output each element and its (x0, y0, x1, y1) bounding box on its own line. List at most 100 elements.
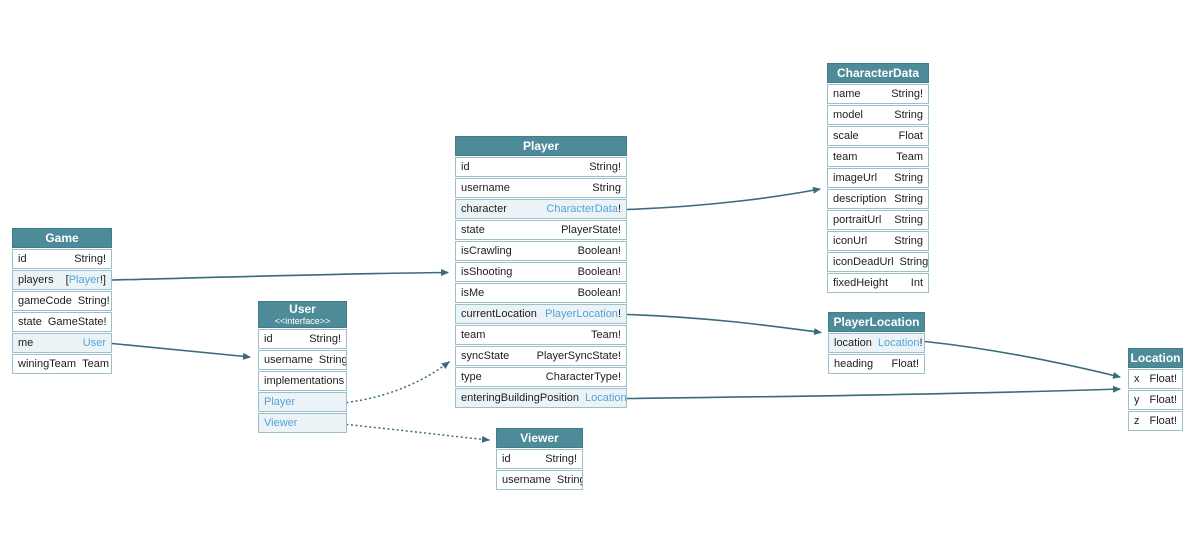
table-playerlocation-header[interactable]: PlayerLocation (828, 312, 925, 332)
field-name: name (833, 88, 861, 100)
table-title: Viewer (520, 431, 559, 445)
field-row-characterdata-scale[interactable]: scale Float (827, 126, 929, 146)
edge-player-enteringbuildingposition-to-location (626, 385, 1121, 400)
field-name: iconUrl (833, 235, 868, 247)
field-name: username (264, 354, 313, 366)
field-row-player-username[interactable]: username String (455, 178, 627, 198)
field-type: String (556, 474, 583, 486)
field-row-characterdata-imageurl[interactable]: imageUrl String (827, 168, 929, 188)
field-name: character (461, 203, 507, 215)
field-row-user-username[interactable]: username String (258, 350, 347, 370)
table-game-header[interactable]: Game (12, 228, 112, 248)
type-link[interactable]: PlayerLocation (545, 308, 618, 320)
field-row-viewer-id[interactable]: id String! (496, 449, 583, 469)
table-location-header[interactable]: Location (1128, 348, 1183, 368)
field-row-player-currentlocation[interactable]: currentLocation PlayerLocation! (455, 304, 627, 324)
field-name: state (461, 224, 485, 236)
type-link[interactable]: User (82, 337, 106, 349)
field-row-game-me[interactable]: me User (12, 333, 112, 353)
row-user-implementations: implementations (258, 371, 347, 391)
field-type: String (894, 109, 923, 121)
field-name: heading (834, 358, 874, 370)
field-row-player-team[interactable]: team Team! (455, 325, 627, 345)
field-row-characterdata-fixedheight[interactable]: fixedHeight Int (827, 273, 929, 293)
type-link[interactable]: Location (877, 337, 920, 349)
table-player-header[interactable]: Player (455, 136, 627, 156)
field-row-location-y[interactable]: y Float! (1128, 390, 1183, 410)
field-type: Boolean! (577, 266, 621, 278)
type-link[interactable]: Location (585, 392, 627, 404)
field-row-game-state[interactable]: state GameState! (12, 312, 112, 332)
field-row-characterdata-iconurl[interactable]: iconUrl String (827, 231, 929, 251)
field-name: id (264, 333, 273, 345)
table-characterdata-header[interactable]: CharacterData (827, 63, 929, 83)
field-row-location-x[interactable]: x Float! (1128, 369, 1183, 389)
field-row-player-state[interactable]: state PlayerState! (455, 220, 627, 240)
field-row-characterdata-portraiturl[interactable]: portraitUrl String (827, 210, 929, 230)
table-user-header[interactable]: User <<interface>> (258, 301, 347, 328)
table-title: Location (1130, 351, 1181, 365)
field-type: String! (77, 295, 110, 307)
field-type: [Player!] (66, 271, 106, 289)
field-row-characterdata-description[interactable]: description String (827, 189, 929, 209)
field-row-game-players[interactable]: players [Player!] (12, 270, 112, 290)
field-name: portraitUrl (833, 214, 882, 226)
field-row-player-syncstate[interactable]: syncState PlayerSyncState! (455, 346, 627, 366)
table-title: Game (45, 231, 79, 245)
field-row-player-id[interactable]: id String! (455, 157, 627, 177)
field-row-player-isme[interactable]: isMe Boolean! (455, 283, 627, 303)
field-type: String! (74, 253, 106, 265)
field-row-game-id[interactable]: id String! (12, 249, 112, 269)
table-title: User (289, 302, 316, 316)
field-name: team (461, 329, 486, 341)
field-row-player-isshooting[interactable]: isShooting Boolean! (455, 262, 627, 282)
field-row-player-character[interactable]: character CharacterData! (455, 199, 627, 219)
field-type: Boolean! (577, 287, 621, 299)
table-viewer-header[interactable]: Viewer (496, 428, 583, 448)
field-row-player-iscrawling[interactable]: isCrawling Boolean! (455, 241, 627, 261)
field-row-characterdata-icondeadurl[interactable]: iconDeadUrl String (827, 252, 929, 272)
field-type: String (894, 214, 923, 226)
field-type: String (894, 193, 923, 205)
field-row-characterdata-model[interactable]: model String (827, 105, 929, 125)
field-name: x (1134, 373, 1140, 385)
row-user-implementation-viewer[interactable]: Viewer (258, 413, 347, 433)
field-row-characterdata-name[interactable]: name String! (827, 84, 929, 104)
field-type: Float (898, 130, 923, 142)
field-name: state (18, 316, 42, 328)
field-row-game-winingteam[interactable]: winingTeam Team (12, 354, 112, 374)
edge-game-players-to-player (111, 269, 449, 281)
field-type: String! (891, 88, 923, 100)
table-title: CharacterData (836, 66, 920, 80)
field-name: isMe (461, 287, 485, 299)
type-link[interactable]: CharacterData (546, 203, 618, 215)
field-row-playerlocation-heading[interactable]: heading Float! (828, 354, 925, 374)
field-row-user-id[interactable]: id String! (258, 329, 347, 349)
field-row-player-type[interactable]: type CharacterType! (455, 367, 627, 387)
field-type: Team (82, 358, 109, 370)
type-link[interactable]: Player (68, 274, 100, 286)
field-type: String! (309, 333, 341, 345)
field-row-location-z[interactable]: z Float! (1128, 411, 1183, 431)
field-name: syncState (461, 350, 510, 362)
field-row-playerlocation-location[interactable]: location Location! (828, 333, 925, 353)
field-row-viewer-username[interactable]: username String (496, 470, 583, 490)
type-link[interactable]: Viewer (264, 417, 298, 429)
row-user-implementation-player[interactable]: Player (258, 392, 347, 412)
field-row-characterdata-team[interactable]: team Team (827, 147, 929, 167)
field-type: Float! (891, 358, 919, 370)
field-type: CharacterType! (545, 371, 621, 383)
field-row-game-gamecode[interactable]: gameCode String! (12, 291, 112, 311)
field-name: enteringBuildingPosition (461, 392, 580, 404)
field-type: Float! (1149, 373, 1177, 385)
table-playerlocation: PlayerLocation location Location! headin… (828, 312, 925, 375)
type-link[interactable]: Player (264, 396, 296, 408)
field-row-player-enteringbuildingposition[interactable]: enteringBuildingPosition Location (455, 388, 627, 408)
table-title: PlayerLocation (833, 315, 920, 329)
field-name: isShooting (461, 266, 513, 278)
field-name: z (1134, 415, 1140, 427)
field-name: id (502, 453, 511, 465)
field-name: model (833, 109, 863, 121)
field-type: Float! (1149, 415, 1177, 427)
